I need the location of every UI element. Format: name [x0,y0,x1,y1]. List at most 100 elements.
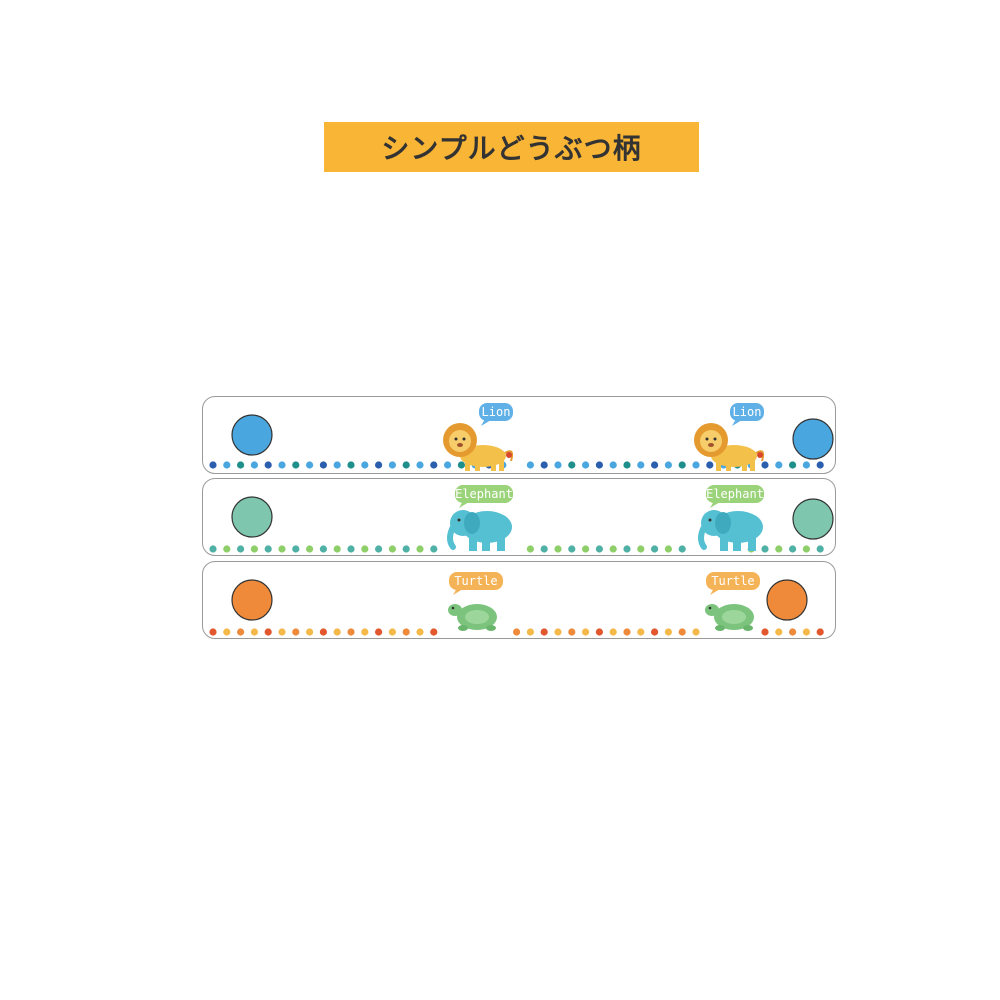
dot [775,628,783,636]
dot [375,461,383,469]
dot [319,461,327,469]
dot [209,461,217,469]
color-circle-left [231,414,273,456]
bubble-tail [453,588,463,595]
dot [802,461,811,469]
dot [554,545,562,553]
dot [223,461,231,469]
bubble-shape [455,485,513,503]
dot [306,545,314,553]
speech-bubble: Lion [730,403,764,426]
dot [375,545,383,553]
dot [264,628,272,636]
dot [402,628,410,636]
dot [637,461,645,469]
bubble-shape [730,403,764,421]
ball-icon [506,452,512,458]
dot [264,461,272,469]
dot [375,628,383,636]
dot-row [209,545,824,553]
dot [347,628,355,636]
dot [692,461,700,469]
dot [678,461,686,469]
dot [430,461,438,469]
dot [761,545,769,553]
dot [816,628,824,636]
dot [554,628,562,636]
speech-bubble: Turtle [706,572,760,595]
speech-bubble: Turtle [449,572,503,595]
turtle-icon [705,604,754,631]
dot [623,628,631,636]
dot [595,545,603,553]
bubble-shape [479,403,513,421]
dot [333,545,341,553]
dot [664,545,672,553]
dot [250,545,258,553]
dot [816,545,824,553]
color-circle-right [766,579,808,621]
dot [223,545,231,553]
dot [802,545,811,553]
dot [402,461,410,469]
band-turtle-art: Turtle Turtle [209,572,824,636]
dot [250,461,258,469]
color-circle-left [231,579,273,621]
dot [526,461,534,469]
bubble-label: Elephant [706,487,764,501]
bubble-shape [449,572,503,590]
dot [568,545,576,553]
dot [457,461,465,469]
dot [347,461,355,469]
dot [292,628,300,636]
dot [278,628,286,636]
dot [444,461,452,469]
dot [388,545,396,553]
dot [789,545,797,553]
dot [651,545,659,553]
bubble-label: Lion [733,405,762,419]
turtle-icon [448,604,497,631]
dot [540,628,548,636]
dot [513,628,521,636]
bubble-shape [706,485,764,503]
bubble-label: Turtle [454,574,497,588]
dot [664,628,672,636]
dot [664,461,672,469]
band-elephant: Elephant Elephant [202,478,836,556]
dot [416,461,424,469]
dot [761,628,769,636]
dot [651,628,659,636]
band-elephant-art: Elephant Elephant [209,485,834,553]
dot [651,461,659,469]
dot [333,628,341,636]
dot [595,628,603,636]
color-circle-right [792,418,834,460]
speech-bubble: Lion [479,403,513,426]
dot [568,628,576,636]
bubble-shape [706,572,760,590]
dot [540,545,548,553]
bubble-label: Turtle [711,574,754,588]
dot [802,628,811,636]
dot [333,461,341,469]
dot [319,628,327,636]
dot [609,628,617,636]
dot [347,545,355,553]
dot [306,461,314,469]
dot [223,628,231,636]
dot [402,545,410,553]
dot [637,628,645,636]
dot [526,628,534,636]
dot [609,461,617,469]
dot [278,545,286,553]
dot [278,461,286,469]
dot [637,545,645,553]
dot [388,628,396,636]
dot [430,545,438,553]
dot [623,461,631,469]
page-title: シンプルどうぶつ柄 [381,132,642,165]
dot [361,461,369,469]
dot [595,461,603,469]
bubble-label: Elephant [455,487,513,501]
